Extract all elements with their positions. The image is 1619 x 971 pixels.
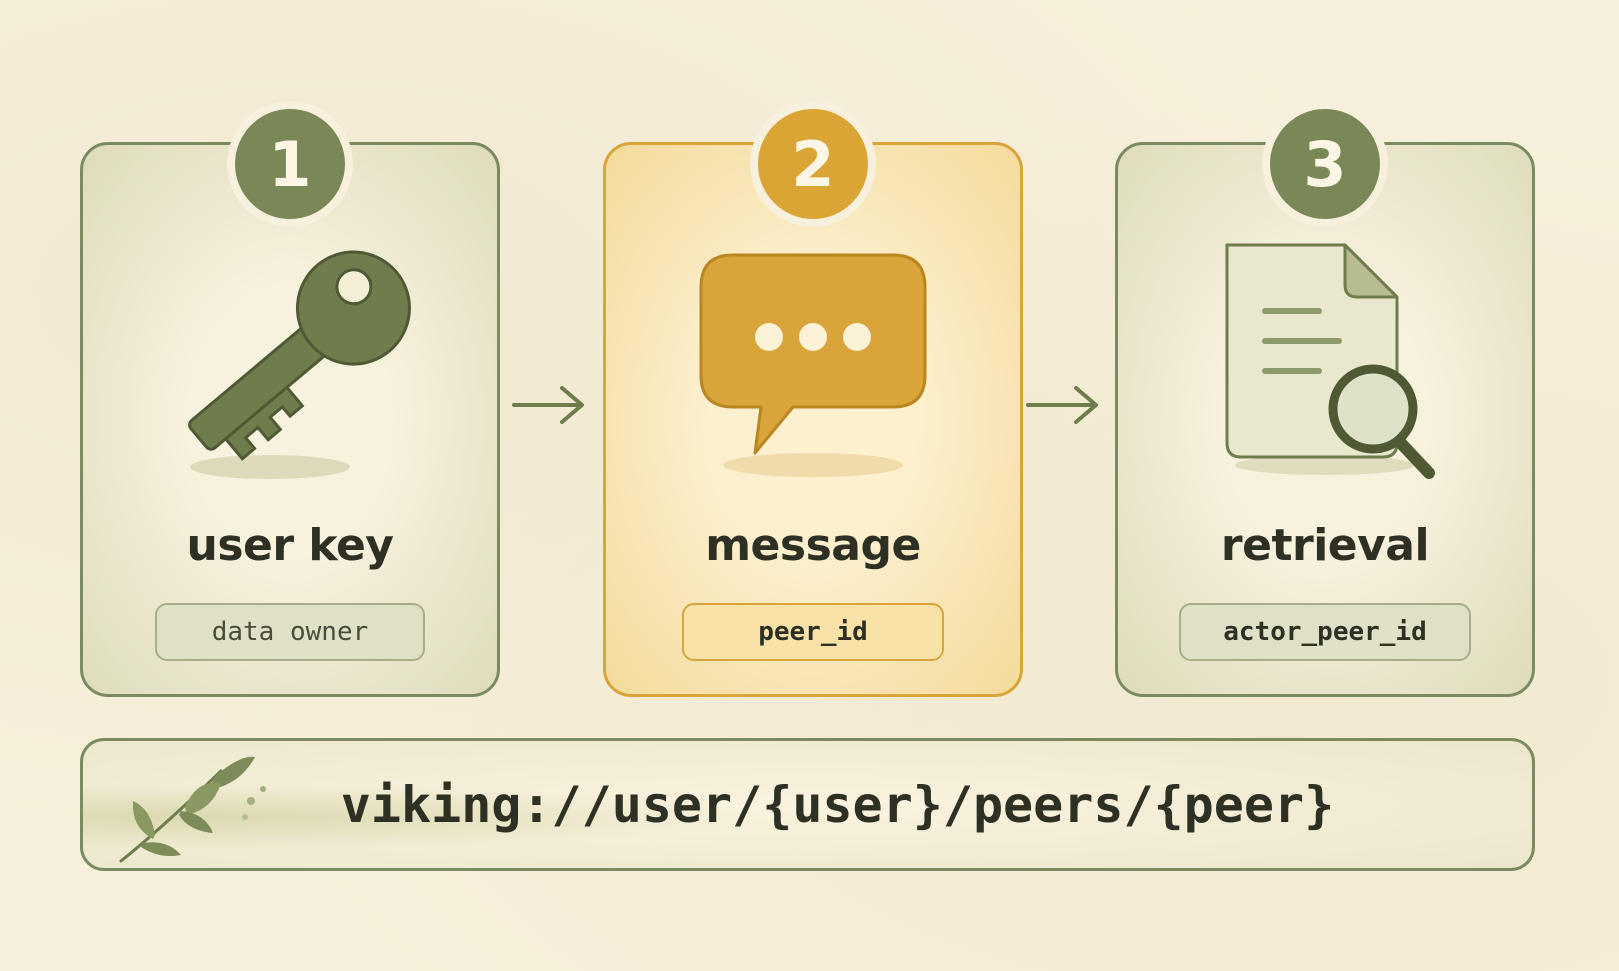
document-search-icon bbox=[1185, 225, 1465, 495]
chat-bubble-icon bbox=[673, 225, 953, 495]
step-card-retrieval: 3 retrieval actor_peer_id bbox=[1115, 109, 1535, 697]
key-icon bbox=[150, 225, 430, 495]
step-title: message bbox=[705, 520, 921, 571]
step-number-badge: 2 bbox=[758, 109, 868, 219]
step-tag: data owner bbox=[155, 603, 425, 661]
arrow-right-icon bbox=[1026, 386, 1098, 424]
step-title: retrieval bbox=[1220, 520, 1430, 571]
uri-path-text: viking://user/{user}/peers/{peer} bbox=[340, 775, 1335, 834]
leaf-sprig-icon bbox=[119, 756, 266, 863]
step-tag: actor_peer_id bbox=[1179, 603, 1471, 661]
step-tag: peer_id bbox=[682, 603, 944, 661]
step-number-badge: 3 bbox=[1270, 109, 1380, 219]
step-card-user-key: 1 user key data owner bbox=[80, 109, 500, 697]
step-card-message: 2 message peer_id bbox=[603, 109, 1023, 697]
uri-banner: viking://user/{user}/peers/{peer} bbox=[80, 738, 1535, 871]
arrow-right-icon bbox=[512, 386, 584, 424]
step-number-badge: 1 bbox=[235, 109, 345, 219]
step-title: user key bbox=[186, 520, 394, 571]
